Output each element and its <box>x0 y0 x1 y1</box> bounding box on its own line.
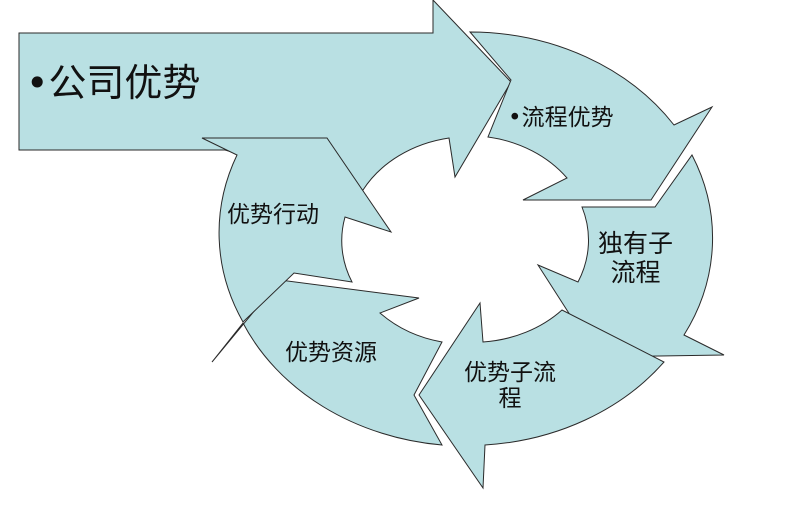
advantage-actions-arrow <box>201 137 393 323</box>
label-line: 独有子 <box>598 229 674 258</box>
label-line: 流程 <box>610 257 661 287</box>
process-advantage-label: •流程优势 <box>508 105 614 131</box>
advantage-subprocess-arrow <box>418 301 665 490</box>
process-advantage-arrow <box>468 31 714 201</box>
company-advantage-label: •公司优势 <box>26 61 201 105</box>
advantage-subprocess-label: 优势子流 程 <box>464 360 556 413</box>
company-advantage-arrow <box>18 0 512 191</box>
unique-subprocess-label: 独有子 流程 <box>598 229 674 288</box>
unique-subprocess-arrow <box>536 154 725 358</box>
advantage-resources-label: 优势资源 <box>285 340 377 366</box>
label-line: 程 <box>498 386 522 413</box>
advantage-resources-arrow <box>211 279 443 446</box>
label-line: 优势子流 <box>464 360 556 386</box>
advantage-actions-label: 优势行动 <box>227 202 319 228</box>
